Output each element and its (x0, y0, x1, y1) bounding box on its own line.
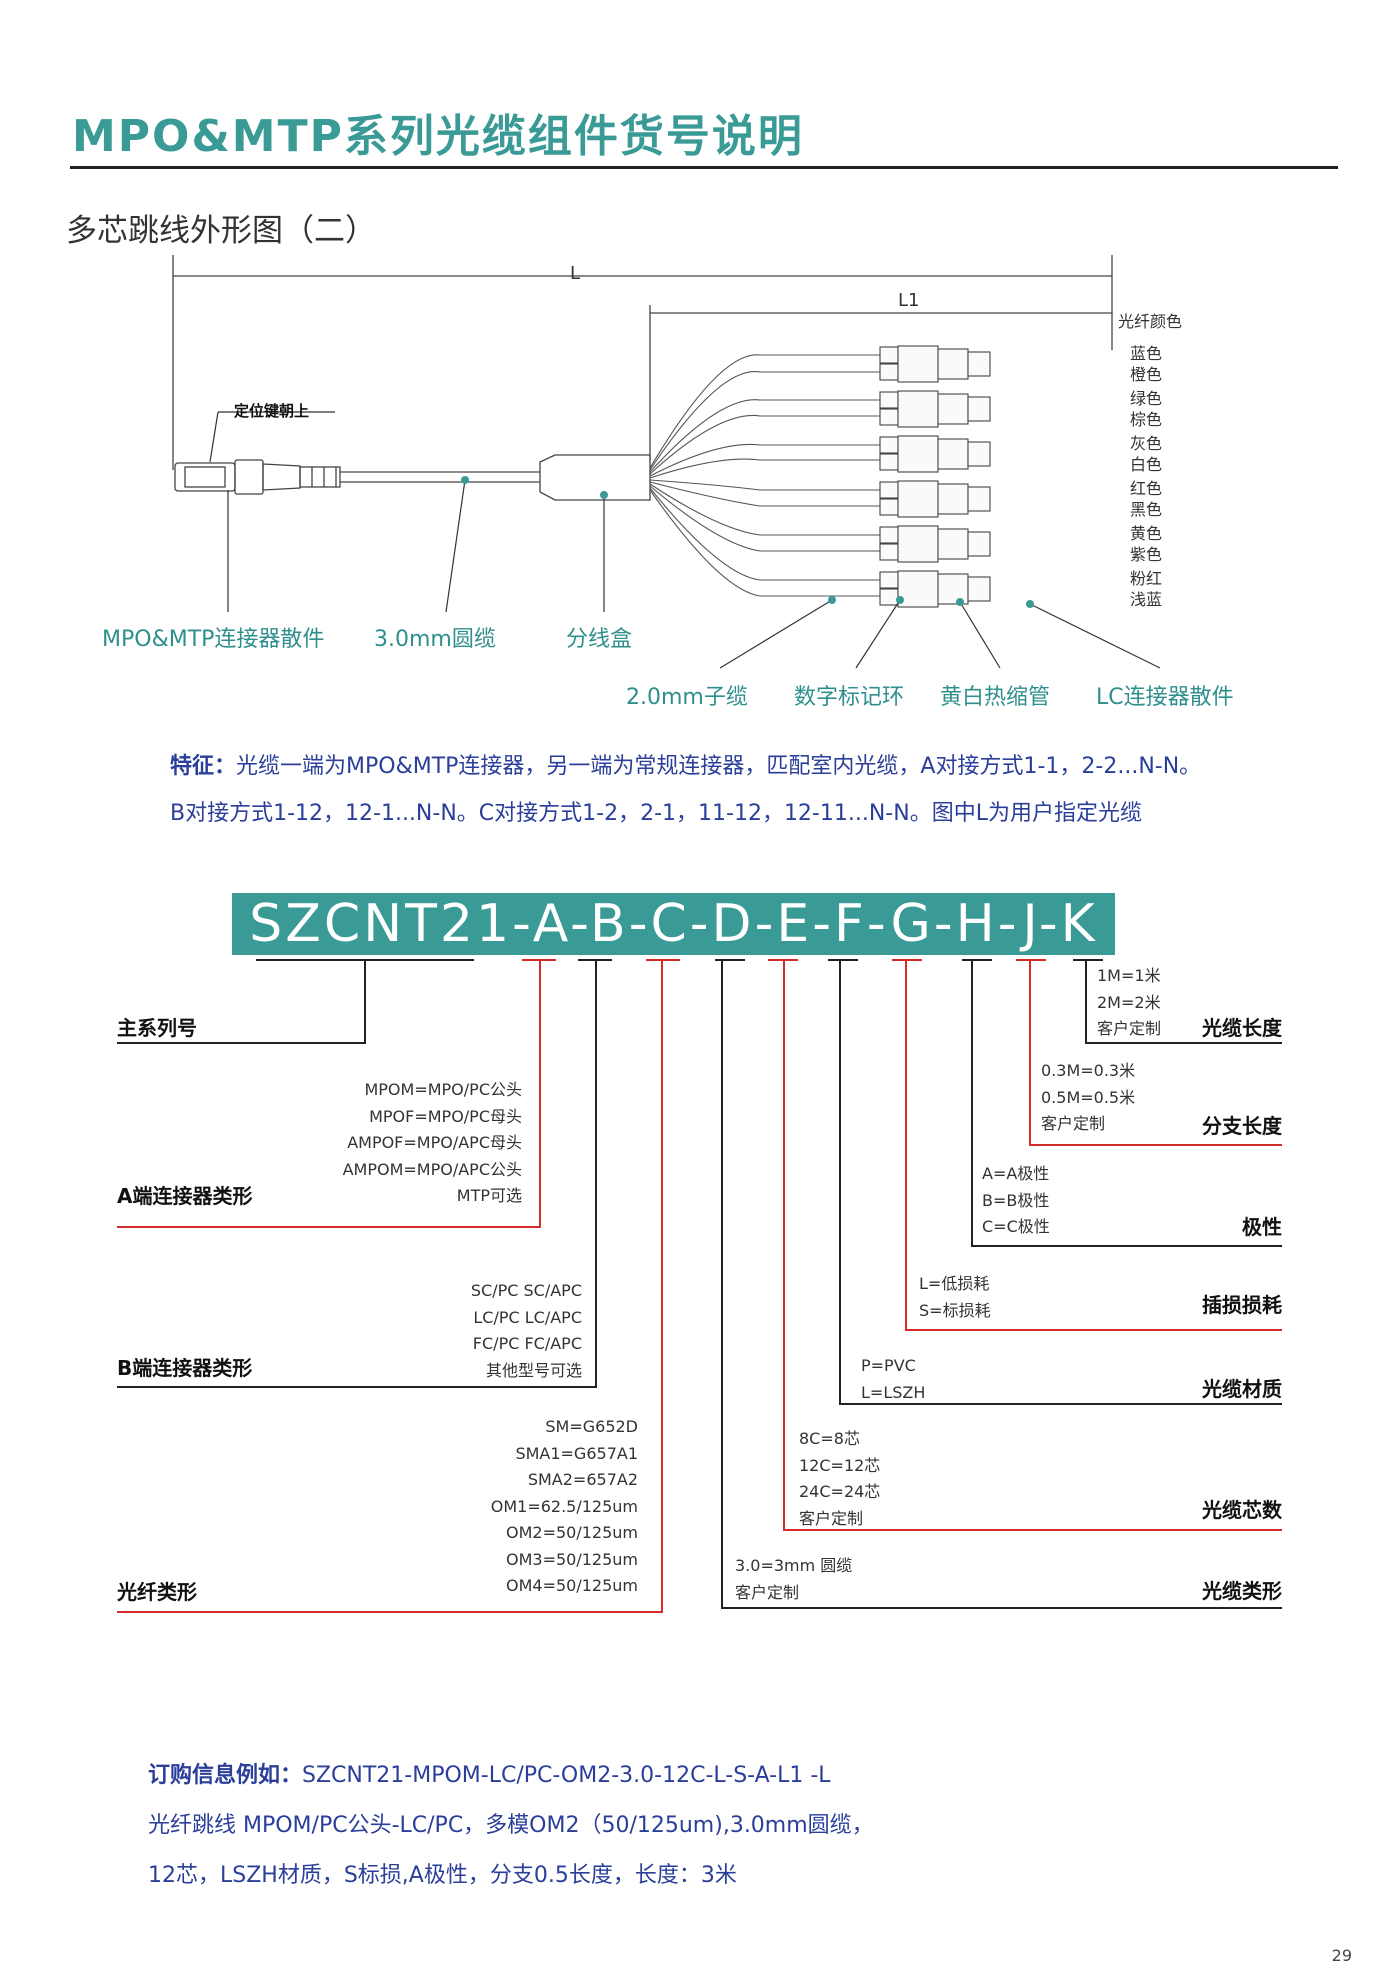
field-b-end-connector: B端连接器类形 (117, 1356, 253, 1380)
callout-lc-connector: LC连接器散件 (1096, 685, 1234, 710)
field-branch-length: 分支长度 (1202, 1114, 1282, 1138)
part-code-text: SZCNT21-A-B-C-D-E-F-G-H-J-K (249, 894, 1098, 954)
fiber-color-pair-6: 粉红浅蓝 (1130, 569, 1163, 609)
field-a-end-connector: A端连接器类形 (117, 1184, 253, 1208)
fiber-color-pair-2: 绿色棕色 (1130, 389, 1163, 429)
field-main-series: 主系列号 (117, 1016, 197, 1040)
callout-round-cable: 3.0mm圆缆 (374, 627, 496, 652)
features-line-2: B对接方式1-12，12-1...N-N。C对接方式1-2，2-1，11-12，… (170, 801, 1142, 826)
order-example-line-2: 光纤跳线 MPOM/PC公头-LC/PC，多模OM2（50/125um),3.0… (148, 1813, 874, 1838)
field-insertion-loss: 插损损耗 (1202, 1293, 1282, 1317)
field-cable-length: 光缆长度 (1202, 1016, 1282, 1040)
dimension-L-label: L (570, 263, 581, 284)
callout-marker-ring: 数字标记环 (794, 685, 905, 710)
callout-heat-shrink: 黄白热缩管 (940, 685, 1051, 710)
options-cable-type: 3.0=3mm 圆缆客户定制 (735, 1556, 853, 1602)
field-cable-material: 光缆材质 (1202, 1377, 1282, 1401)
field-fiber-type: 光纤类形 (117, 1580, 197, 1604)
fiber-color-pair-3: 灰色白色 (1130, 434, 1163, 474)
fiber-color-header: 光纤颜色 (1118, 312, 1183, 331)
fiber-color-pair-1: 蓝色橙色 (1130, 344, 1163, 384)
callout-sub-cable: 2.0mm子缆 (626, 685, 748, 710)
part-code-banner (232, 893, 1115, 955)
section-subtitle: 多芯跳线外形图（二） (66, 213, 376, 249)
field-fiber-count: 光缆芯数 (1202, 1498, 1282, 1522)
fiber-color-pair-4: 红色黑色 (1130, 479, 1163, 519)
callout-breakout-box: 分线盒 (566, 627, 633, 652)
key-orientation-label: 定位键朝上 (234, 402, 310, 420)
page-number: 29 (1331, 1946, 1352, 1965)
title-divider (70, 166, 1338, 169)
order-example-line-3: 12芯，LSZH材质，S标损,A极性，分支0.5长度，长度：3米 (148, 1863, 737, 1888)
callout-mpo-connector: MPO&MTP连接器散件 (102, 627, 325, 652)
order-example-line-1: 订购信息例如：SZCNT21-MPOM-LC/PC-OM2-3.0-12C-L-… (148, 1763, 831, 1788)
field-cable-type: 光缆类形 (1202, 1579, 1282, 1603)
features-line-1: 特征：光缆一端为MPO&MTP连接器，另一端为常规连接器，匹配室内光缆，A对接方… (170, 754, 1202, 779)
fiber-color-pair-5: 黄色紫色 (1130, 524, 1163, 564)
field-polarity: 极性 (1242, 1215, 1282, 1239)
page-title: MPO&MTP系列光缆组件货号说明 (72, 111, 804, 162)
dimension-L1-label: L1 (898, 290, 920, 311)
